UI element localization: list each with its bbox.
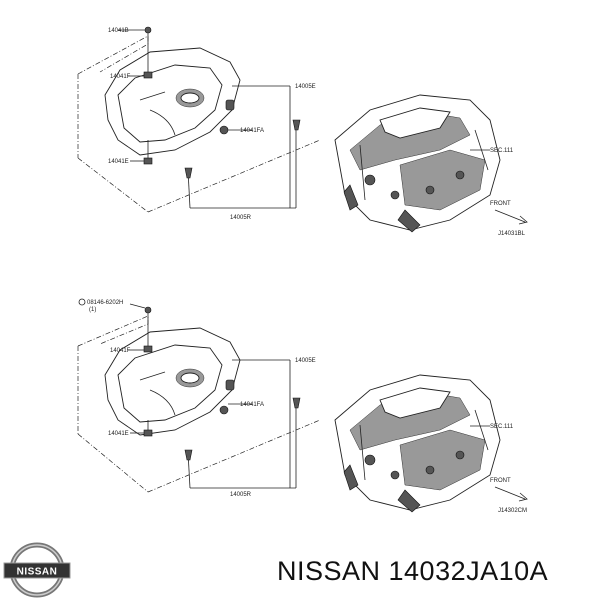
- label-bolt-qty: (1): [89, 307, 96, 313]
- engine-cover-part: [104, 47, 241, 156]
- label-code: J14031BL: [498, 231, 526, 237]
- label-front: FRONT: [490, 201, 511, 207]
- engine-cover-part: [104, 327, 241, 436]
- part-number-title: NISSAN 14032JA10A: [277, 556, 549, 586]
- engine-block-part: [334, 94, 501, 233]
- bolt-part: [144, 306, 152, 314]
- label-clip: 14041FA: [240, 402, 264, 408]
- label-clip: 14041FA: [240, 128, 264, 134]
- rod-right-part: [292, 397, 301, 409]
- grommet-top-part: [143, 71, 153, 79]
- label-section: SEC.111: [490, 424, 514, 430]
- upper-diagram: 14041B 14041F 14005E 14041FA 14041E 1400…: [77, 26, 528, 237]
- rod-left-part: [184, 449, 193, 461]
- parts-diagram: 14041B 14041F 14005E 14041FA 14041E 1400…: [77, 26, 528, 514]
- label-grommet-top: 14041F: [110, 348, 131, 354]
- grommet-bottom-part: [143, 429, 153, 437]
- engine-block-part: [334, 374, 501, 513]
- label-grommet-bottom: 14041E: [108, 431, 129, 437]
- label-bolt: 14041B: [108, 28, 129, 34]
- grommet-bottom-part: [143, 157, 153, 165]
- rod-right-part: [292, 119, 301, 131]
- nissan-logo: NISSAN: [3, 542, 71, 598]
- bolt-part: [144, 26, 152, 34]
- logo-text: NISSAN: [17, 567, 58, 578]
- label-grommet-top: 14041F: [110, 74, 131, 80]
- label-rod: 14005R: [230, 215, 252, 221]
- label-cover: 14005E: [295, 84, 316, 90]
- lower-diagram: 08146-6202H (1) 14041F 14005E 14041FA 14…: [77, 298, 528, 514]
- grommet-top-part: [143, 345, 153, 353]
- label-bolt: 08146-6202H: [87, 300, 123, 306]
- label-code: J14302CM: [498, 508, 527, 514]
- front-arrow-icon: [494, 486, 528, 502]
- label-rod: 14005R: [230, 492, 252, 498]
- label-grommet-bottom: 14041E: [108, 159, 129, 165]
- front-arrow-icon: [494, 209, 528, 225]
- label-cover: 14005E: [295, 358, 316, 364]
- label-section: SEC.111: [490, 148, 514, 154]
- rod-left-part: [184, 167, 193, 179]
- label-front: FRONT: [490, 478, 511, 484]
- bolt-marker-icon: [78, 298, 86, 306]
